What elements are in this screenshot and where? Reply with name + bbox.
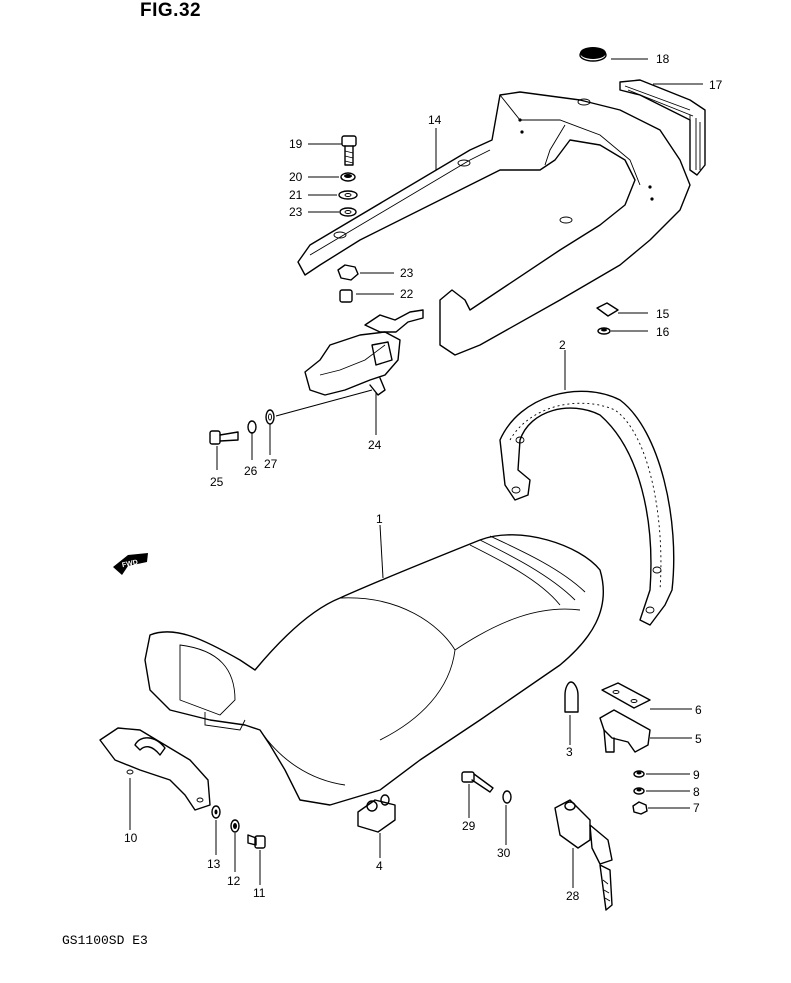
cushion-part-3 — [564, 681, 579, 713]
washer-part-16 — [597, 327, 611, 335]
callout-7: 7 — [693, 801, 700, 815]
figure-title: FIG.32 — [140, 0, 202, 21]
fwd-label: FWD — [122, 559, 139, 569]
callout-25: 25 — [210, 475, 224, 489]
washer-part-8 — [633, 787, 645, 795]
cushion-part-15 — [596, 302, 619, 317]
callout-12: 12 — [227, 874, 241, 888]
seat-part-1 — [144, 534, 605, 806]
bracket-part-10 — [99, 727, 211, 811]
fwd-arrow-icon: FWD — [113, 553, 148, 575]
callout-20: 20 — [289, 170, 303, 184]
callout-29: 29 — [462, 819, 476, 833]
callout-9: 9 — [693, 768, 700, 782]
callout-23a: 23 — [289, 205, 303, 219]
callout-11: 11 — [253, 886, 266, 900]
callout-4: 4 — [376, 859, 383, 873]
washer-part-27 — [265, 409, 275, 425]
callout-28: 28 — [566, 889, 580, 903]
washer-part-9 — [633, 770, 645, 778]
callout-3: 3 — [566, 745, 573, 759]
callout-15: 15 — [656, 307, 670, 321]
washer-part-13 — [211, 805, 221, 819]
callout-6: 6 — [695, 703, 702, 717]
lock-part-28 — [554, 799, 613, 911]
washer-part-20 — [340, 172, 356, 182]
bolt-part-11 — [247, 834, 266, 849]
callout-10: 10 — [124, 831, 138, 845]
callout-26: 26 — [244, 464, 258, 478]
callout-16: 16 — [656, 325, 670, 339]
bolt-part-25 — [209, 430, 239, 445]
callout-1: 1 — [376, 512, 383, 526]
washer-part-23a — [339, 207, 357, 217]
callout-19: 19 — [289, 137, 303, 151]
nut-part-23b — [337, 264, 359, 281]
callout-24: 24 — [368, 438, 382, 452]
grommet-part-18 — [579, 47, 607, 62]
callout-numbers: 18 17 14 19 20 21 23 23 22 15 16 2 24 25… — [124, 52, 723, 903]
washer-part-26 — [247, 420, 257, 434]
callout-30: 30 — [497, 846, 511, 860]
callout-18: 18 — [656, 52, 670, 66]
plate-part-6 — [601, 682, 651, 709]
callout-27: 27 — [264, 457, 278, 471]
callout-13: 13 — [207, 857, 221, 871]
nut-part-7 — [632, 801, 648, 815]
bracket-part-5 — [599, 709, 651, 753]
collar-part-22 — [339, 289, 353, 303]
callout-17: 17 — [709, 78, 723, 92]
model-code: GS1100SD E3 — [62, 933, 148, 948]
tail-cowl-part-14 — [297, 91, 691, 356]
callout-14: 14 — [428, 113, 442, 127]
callout-5: 5 — [695, 732, 702, 746]
callout-8: 8 — [693, 785, 700, 799]
callout-23b: 23 — [400, 266, 414, 280]
bolt-part-29 — [461, 771, 494, 793]
seat-lock-part-24 — [304, 309, 424, 396]
callout-21: 21 — [289, 188, 303, 202]
washer-part-21 — [338, 190, 358, 200]
callout-2: 2 — [559, 338, 566, 352]
rear-trim-part-17 — [619, 79, 706, 176]
bolt-part-19 — [341, 135, 357, 166]
leader-lines — [129, 58, 703, 888]
cushion-part-4 — [357, 794, 396, 833]
callout-22: 22 — [400, 287, 414, 301]
washer-part-30 — [502, 790, 512, 804]
seat-strap-part-2 — [499, 390, 675, 626]
washer-part-12 — [230, 819, 240, 833]
